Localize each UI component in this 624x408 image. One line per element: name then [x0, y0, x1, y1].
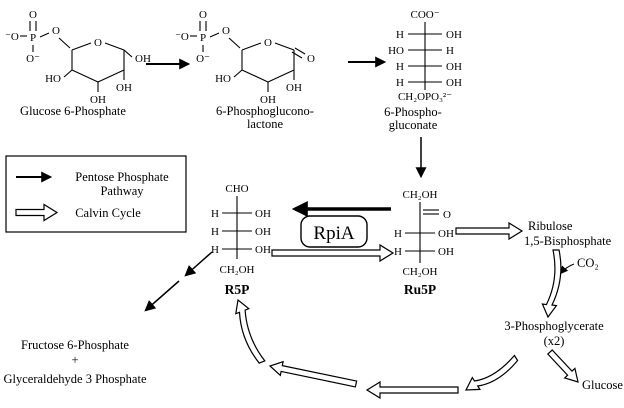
fischer-right: OH	[255, 226, 271, 238]
atom-carbonyl-o: O	[307, 53, 315, 65]
co2-label: CO₂	[577, 256, 599, 270]
molecule-ru5p: CH₂OH O H OH H OH CH₂OH Ru5P	[394, 189, 454, 297]
atom-o-double: O	[199, 9, 207, 21]
atom-o-bridge: O	[52, 25, 60, 37]
atom-p: P	[30, 32, 36, 44]
co2-entry-arrow	[559, 263, 575, 275]
fischer-left: H	[211, 244, 219, 256]
molecule-6-phosphogluconolactone: O P ⁻O O⁻ O O O OH OH HO 6-Phosphoglucon…	[175, 9, 315, 131]
fischer-left: HO	[388, 45, 404, 57]
atom-o-bridge: O	[222, 25, 230, 37]
molecule-r5p: CHO H OH H OH H OH CH₂OH R5P	[211, 183, 271, 297]
atom-oh-c3: OH	[90, 94, 106, 106]
ppp-product-arrows	[144, 251, 213, 312]
fischer-left: H	[394, 228, 402, 240]
arrow-r5p-to-ru5p-calvin	[271, 243, 395, 263]
bond-lines	[222, 196, 252, 259]
enzyme-label: RpiA	[313, 223, 354, 244]
atom-ring-o: O	[264, 37, 272, 49]
molecule-glucose-6-phosphate: O P ⁻O O⁻ O O OH OH OH HO Glucose 6-Phos…	[5, 9, 151, 118]
fischer-left: H	[211, 226, 219, 238]
fischer-left: H	[396, 77, 404, 89]
top-group: CHO	[225, 183, 248, 195]
atom-o-minus-left: ⁻O	[175, 31, 189, 43]
arrow-cycle-up-left	[268, 360, 358, 388]
bottom-group: CH₂OH	[402, 266, 437, 278]
lactone-label-line2: lactone	[247, 117, 284, 131]
atom-oh-c2: OH	[286, 82, 302, 94]
arrow-3pg-to-glucose	[546, 349, 579, 383]
gluconate-label-line1: 6-Phospho-	[384, 105, 442, 119]
arrow-cycle-bottom	[365, 380, 459, 400]
arrow-ru5p-to-rubp	[455, 221, 524, 241]
atom-ho-c4: HO	[45, 73, 61, 85]
r5p-label: R5P	[225, 282, 250, 297]
atom-o-minus-bottom: O⁻	[196, 53, 210, 65]
top-group: CH₂OH	[402, 189, 437, 201]
rubp-label-line2: 1,5-Bisphosphate	[524, 234, 612, 248]
legend-ppp-label-line1: Pentose Phosphate	[75, 170, 169, 184]
atom-p: P	[200, 32, 206, 44]
gluconate-label-line2: gluconate	[389, 118, 438, 132]
atom-oh-c2: OH	[116, 82, 132, 94]
legend: Pentose Phosphate Pathway Calvin Cycle	[5, 155, 187, 233]
fischer-right: OH	[446, 29, 462, 41]
atom-o-minus-bottom: O⁻	[26, 53, 40, 65]
lactone-label-line1: 6-Phosphoglucono-	[216, 104, 314, 118]
bond-lines	[408, 22, 442, 90]
product-plus: +	[71, 353, 78, 367]
bond-lines	[405, 202, 439, 263]
g6p-label: Glucose 6-Phosphate	[20, 104, 126, 118]
calvin-cycle: Ribulose 1,5-Bisphosphate CO₂ 3-Phosphog…	[235, 219, 623, 400]
glucose-label: Glucose	[582, 378, 623, 392]
ru5p-label: Ru5P	[404, 282, 436, 297]
pg-label-line1: 3-Phosphoglycerate	[504, 319, 604, 333]
legend-calvin-label: Calvin Cycle	[75, 206, 141, 220]
fischer-left: H	[396, 61, 404, 73]
phosphate-group: CH₂OPO₃²⁻	[398, 91, 452, 103]
fischer-right: OH	[438, 246, 454, 258]
atom-ho-c4: HO	[215, 73, 231, 85]
product-g3p-label: Glyceraldehyde 3 Phosphate	[3, 372, 146, 386]
bond-lines	[20, 21, 133, 92]
fischer-right: OH	[255, 244, 271, 256]
bottom-group: CH₂OH	[219, 264, 254, 276]
product-f6p-label: Fructose 6-Phosphate	[21, 338, 129, 352]
enzyme-box	[300, 215, 368, 248]
arrow-r5p-to-products-2	[144, 280, 180, 312]
bond-lines	[190, 21, 306, 92]
fischer-left: H	[211, 208, 219, 220]
fischer-left: H	[396, 29, 404, 41]
atom-carbonyl-o: O	[443, 209, 451, 221]
legend-box	[5, 155, 187, 233]
legend-open-arrow-icon	[15, 203, 59, 222]
rpia-interconversion: RpiA	[271, 201, 395, 263]
atom-o-double: O	[29, 9, 37, 21]
fischer-right: OH	[446, 61, 462, 73]
fischer-right: H	[446, 45, 454, 57]
molecule-6-phosphogluconate: COO⁻ H OH HO H H OH H OH CH₂OPO₃²⁻ 6-Pho…	[384, 9, 462, 132]
arrow-cycle-to-r5p	[235, 298, 266, 364]
atom-ring-o: O	[94, 37, 102, 49]
atom-oh-c1: OH	[135, 53, 151, 65]
legend-ppp-label-line2: Pathway	[100, 184, 144, 198]
atom-o-minus-left: ⁻O	[5, 31, 19, 43]
arrow-r5p-to-products-1	[184, 251, 213, 277]
rubp-label-line1: Ribulose	[528, 219, 573, 233]
fischer-left: H	[394, 246, 402, 258]
atom-oh-c3: OH	[260, 94, 276, 106]
fischer-right: OH	[438, 228, 454, 240]
pg-label-line2: (x2)	[544, 334, 565, 348]
fischer-right: OH	[255, 208, 271, 220]
arrow-rubp-to-3pg	[541, 249, 562, 319]
carboxylate-group: COO⁻	[410, 9, 439, 21]
arrow-3pg-cycle-down	[464, 354, 519, 391]
fischer-right: OH	[446, 77, 462, 89]
ppp-products: Fructose 6-Phosphate + Glyceraldehyde 3 …	[3, 338, 146, 386]
